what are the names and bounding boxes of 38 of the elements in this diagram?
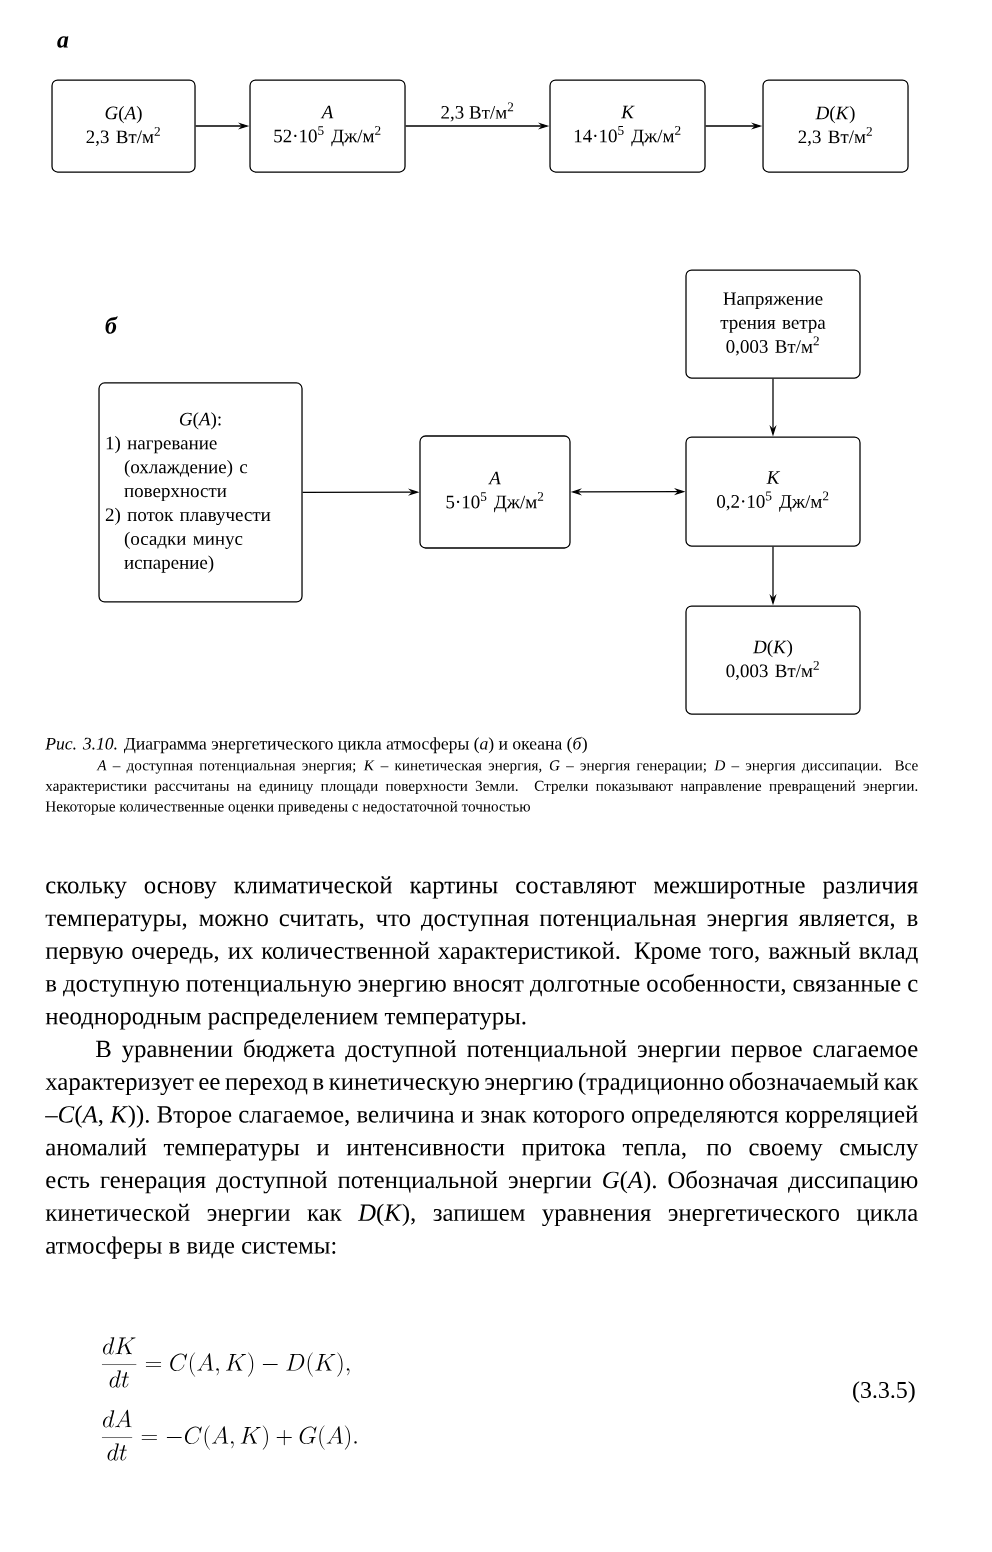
box-text: 52·10$^{5}$ Дж/м$^{2}$	[274, 126, 381, 147]
box-heading: G(A):	[179, 412, 221, 430]
edge-label: 2,3 Вт/м$^{2}$	[439, 101, 516, 123]
panel-letter: а	[57, 36, 69, 48]
box-text: 0,2·10$^{5}$ Дж/м$^{2}$	[717, 491, 829, 512]
list-item: 1) нагревание (охлаждение) с поверхности	[106, 436, 248, 502]
box-text: 14·10$^{5}$ Дж/м$^{2}$	[574, 126, 681, 147]
body-paragraph: скольку основу климатической картины составляют межширотные различия температуры, можно считать, что доступная потенциальная энергия является, в первую очередь, их количественной характеристикой. Кроме того, важный вклад в доступную потенциальную энергию вносят долготные особенности, связанные с неоднородным распределением температуры.	[45, 876, 918, 1030]
process-box	[685, 269, 861, 379]
box-heading: D(K)	[815, 106, 855, 124]
box-heading: K	[620, 105, 635, 119]
process-box	[685, 605, 861, 715]
box-text: 0,003 Вт/м$^{2}$	[726, 660, 819, 680]
body-paragraph: В уравнении бюджета доступной потенциальной энергии первое слагаемое характеризует ее переход в кинетическую энергию (традиционно обозначаемый как –C(A, K)). Второе слагаемое, величина и знак которого определяются корреляцией аномалий температуры и интенсивности притока тепла, по своему смыслу есть генерация доступной потенциальной энергии G(A). Обозначая диссипацию кинетической энергии как D(K), запишем уравнения энергетического цикла атмосферы в виде системы:	[45, 1039, 919, 1259]
panel-letter: б	[105, 316, 118, 334]
list-item: 2) поток плавучести (осадки минус испарение)	[105, 507, 271, 573]
box-heading: K	[766, 471, 781, 484]
process-box	[419, 435, 571, 549]
box-text: Напряжение трения ветра	[720, 292, 826, 333]
box-heading: A	[488, 471, 501, 485]
box-text: 2,3 Вт/м$^{2}$	[86, 126, 160, 146]
caption: Рис. 3.10. Диаграмма энергетического цикла атмосферы (а) и океана (б)	[45, 736, 587, 754]
box-text: 5·10$^{5}$ Дж/м$^{2}$	[446, 492, 544, 513]
process-box	[249, 79, 406, 173]
box-heading: G(A)	[105, 106, 142, 124]
process-box	[51, 79, 196, 173]
process-box	[685, 436, 861, 547]
process-box	[549, 79, 706, 173]
process-box	[98, 382, 303, 603]
box-heading: A	[320, 105, 334, 119]
box-text: 0,003 Вт/м$^{2}$	[726, 336, 819, 356]
box-text: 2,3 Вт/м$^{2}$	[798, 126, 872, 146]
equation: $\frac{dA}{dt}=-C(A,K)+G(A).$	[101, 1409, 357, 1461]
box-heading: D(K)	[752, 640, 793, 658]
equation-number: (3.3.5)	[853, 1381, 915, 1403]
caption-note: A – доступная потенциальная энергия; K – кинетическая энергия, G – энергия генерации; D – энергия диссипации. Все характеристики рассчитаны на единицу площади поверхности Земли. Стрелки показывают направление превращений энергии. Некоторые количественные оценки приведены с недостаточной точностью	[45, 760, 918, 815]
equation: $\frac{dK}{dt}=C(A,K)-D(K),$	[101, 1337, 350, 1388]
process-box	[762, 79, 909, 173]
